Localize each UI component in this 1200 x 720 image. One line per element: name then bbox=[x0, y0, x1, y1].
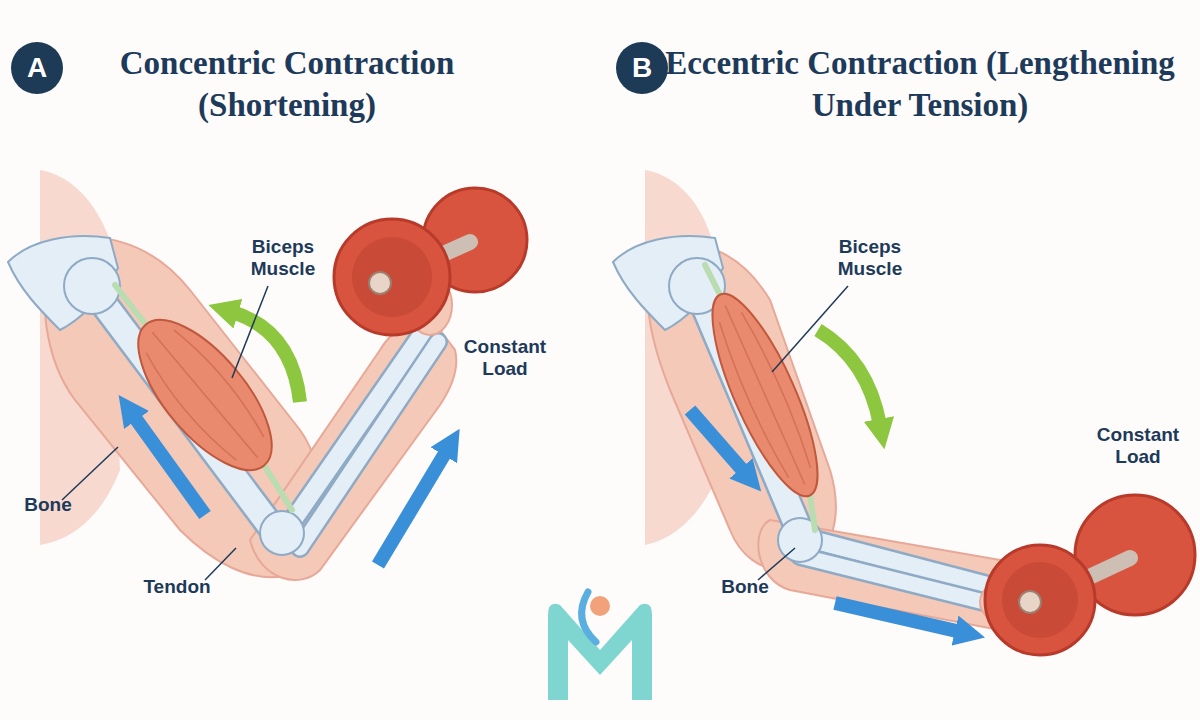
watermark-logo bbox=[548, 604, 652, 700]
ulna-outline bbox=[300, 342, 438, 548]
part-label: Constant Load bbox=[455, 336, 555, 380]
contraction-arrow bbox=[818, 330, 880, 425]
part-label: Tendon bbox=[132, 576, 222, 598]
tendon bbox=[810, 495, 815, 530]
panel-badge: B bbox=[616, 42, 668, 94]
radius-outline bbox=[285, 330, 425, 532]
motion-arrow bbox=[690, 410, 745, 473]
panel-badge: A bbox=[11, 42, 63, 94]
badge-letter: A bbox=[11, 42, 63, 94]
leader-line bbox=[758, 548, 795, 580]
panel-heading: Concentric Contraction (Shortening) bbox=[62, 42, 512, 126]
plate-inner bbox=[1002, 562, 1078, 638]
ulna-bone bbox=[300, 342, 438, 548]
motion-arrow bbox=[133, 415, 205, 515]
muscle-fiber bbox=[741, 310, 815, 467]
plate-inner bbox=[352, 237, 432, 317]
motion-arrow bbox=[835, 603, 961, 632]
tendon bbox=[264, 465, 292, 510]
forearm-skin bbox=[250, 323, 456, 580]
elbow-joint bbox=[260, 511, 304, 555]
tendon bbox=[705, 265, 720, 295]
dumbbell-plate bbox=[334, 219, 450, 335]
badge-circle bbox=[616, 42, 668, 94]
part-label: Biceps Muscle bbox=[825, 236, 915, 280]
ulna-outline bbox=[800, 556, 1008, 608]
leader-line bbox=[772, 286, 848, 372]
radius-bone bbox=[285, 330, 425, 532]
badge-circle bbox=[11, 42, 63, 94]
logo-dot bbox=[590, 596, 610, 616]
dumbbell-plate bbox=[985, 545, 1095, 655]
biceps-muscle bbox=[693, 282, 837, 507]
part-label: Bone bbox=[18, 494, 78, 516]
plate-hub bbox=[369, 272, 391, 294]
leader-line bbox=[62, 447, 118, 500]
part-label: Bone bbox=[715, 576, 775, 598]
muscle-fiber bbox=[174, 325, 269, 437]
humerus-head bbox=[64, 258, 120, 314]
panel-heading: Eccentric Contraction (Lengthening Under… bbox=[665, 42, 1175, 126]
tendon bbox=[115, 285, 146, 325]
motion-arrow bbox=[378, 450, 447, 565]
contraction-arrow bbox=[232, 312, 300, 402]
leader-line bbox=[205, 548, 236, 580]
part-label: Constant Load bbox=[1088, 424, 1188, 468]
muscle-belly bbox=[693, 282, 837, 507]
leader-line bbox=[232, 286, 268, 378]
part-label: Biceps Muscle bbox=[238, 236, 328, 280]
plate-hub bbox=[1019, 591, 1041, 613]
badge-letter: B bbox=[616, 42, 668, 94]
ulna-bone bbox=[800, 556, 1008, 608]
upper-arm-skin bbox=[45, 238, 322, 577]
